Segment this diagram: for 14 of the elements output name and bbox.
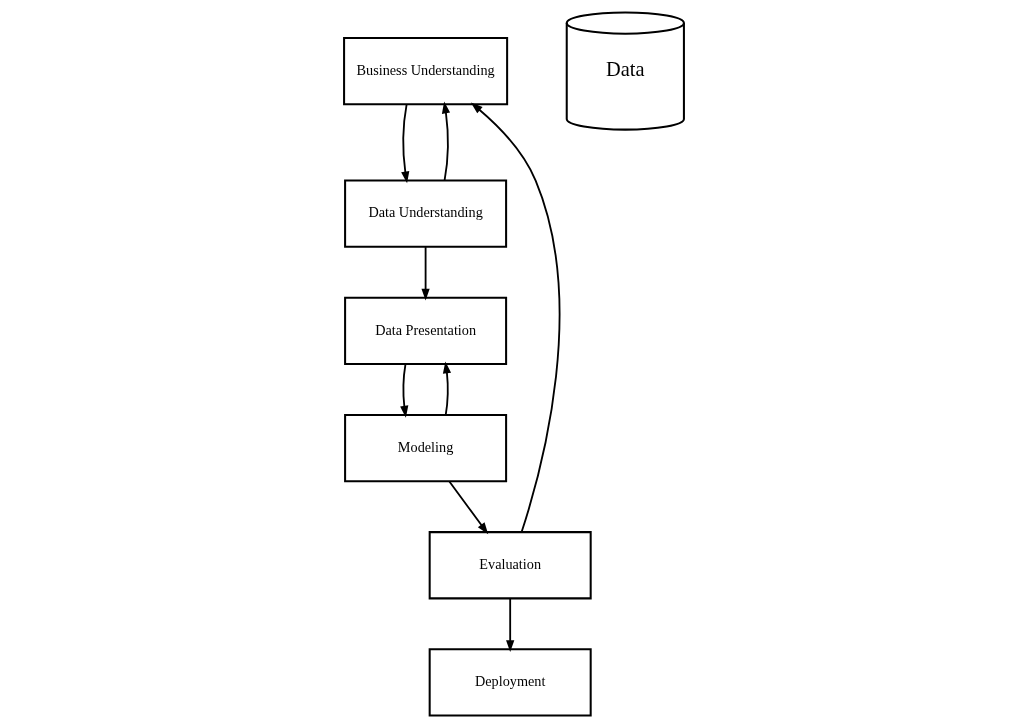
arrow xyxy=(447,480,488,535)
arrow xyxy=(442,361,451,416)
arrow xyxy=(399,363,408,418)
node-box: Deployment xyxy=(428,648,592,717)
node-box: Modeling xyxy=(343,413,507,483)
arrow xyxy=(400,103,409,184)
node-box: Business Understanding xyxy=(342,36,508,106)
node-box: Evaluation xyxy=(428,531,592,600)
arrow xyxy=(441,101,450,182)
arrow xyxy=(470,102,560,533)
arrow xyxy=(420,246,430,301)
node-box: Data Presentation xyxy=(343,296,507,365)
arrow xyxy=(505,597,514,653)
node-box: Data Understanding xyxy=(343,179,507,248)
